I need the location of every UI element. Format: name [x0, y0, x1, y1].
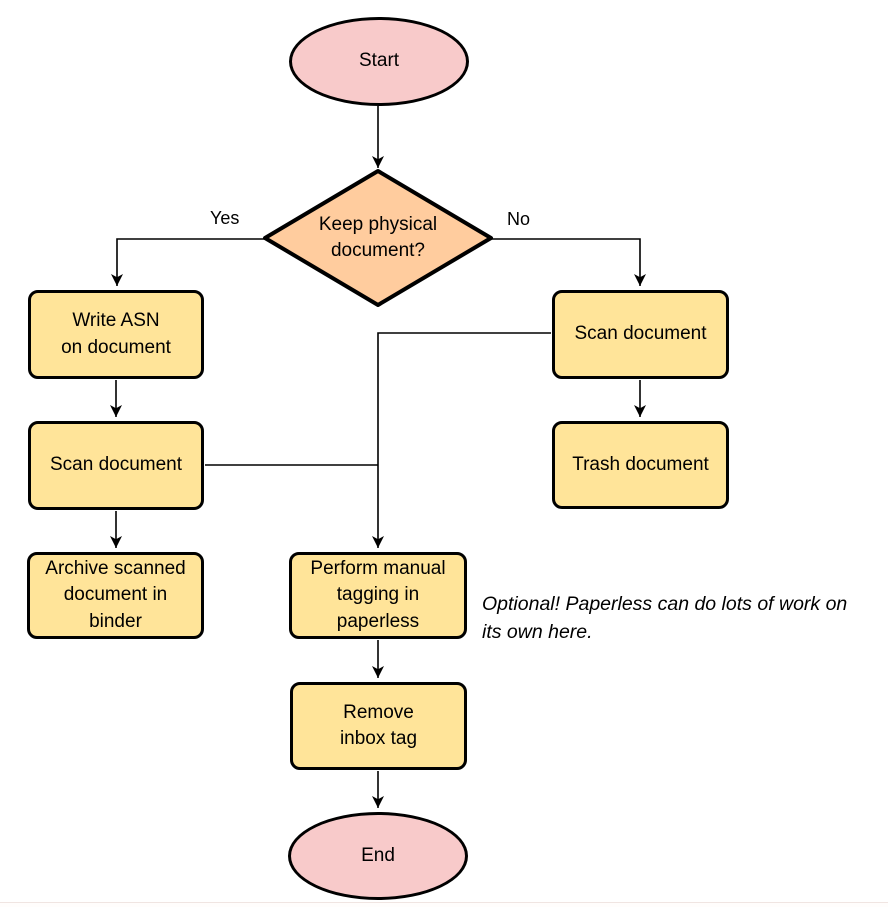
scan-document-left-node-label: Scan document	[49, 454, 183, 476]
end-node: End	[288, 812, 468, 900]
write-asn-node: Write ASN on document	[28, 290, 204, 379]
yes-branch-label: Yes	[210, 208, 240, 228]
edge-decision-no-to-scan-right	[490, 238, 646, 286]
decision-diamond-shape	[263, 169, 493, 307]
scan-document-right-node: Scan document	[552, 290, 729, 379]
remove-inbox-tag-node-label: Remove inbox tag	[339, 701, 418, 749]
trash-document-node: Trash document	[552, 421, 729, 509]
start-node: Start	[289, 17, 469, 106]
decision-node: Keep physical document?	[265, 171, 491, 305]
end-node-label: End	[361, 844, 395, 866]
archive-node-label: Archive scanned document in binder	[45, 558, 186, 632]
bottom-divider-line	[0, 902, 888, 903]
no-branch-label: No	[507, 209, 531, 229]
optional-annotation: Optional! Paperless can do lots of work …	[482, 593, 848, 643]
bottom-page-strip	[0, 903, 888, 907]
trash-document-node-label: Trash document	[572, 453, 709, 475]
manual-tagging-node: Perform manual tagging in paperless	[289, 552, 467, 639]
write-asn-node-label: Write ASN on document	[61, 310, 171, 358]
remove-inbox-tag-node: Remove inbox tag	[290, 682, 467, 770]
edge-scan-right-to-tagging	[372, 332, 551, 548]
scan-document-left-node: Scan document	[28, 421, 204, 510]
manual-tagging-node-label: Perform manual tagging in paperless	[310, 558, 446, 632]
archive-node: Archive scanned document in binder	[27, 552, 204, 639]
edge-decision-yes-to-write-asn	[111, 238, 265, 286]
start-node-label: Start	[358, 50, 400, 72]
decision-node-label: Keep physical document?	[318, 213, 438, 261]
scan-document-right-node-label: Scan document	[574, 323, 707, 345]
